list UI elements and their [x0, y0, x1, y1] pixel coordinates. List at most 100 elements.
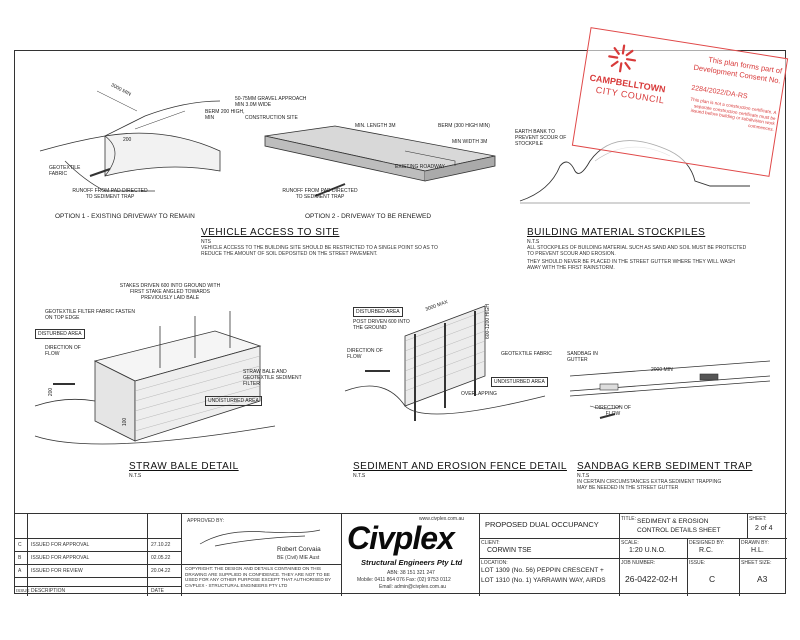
company-phone: Mobile: 0411 864 076 Fax: (02) 9753 0112 [357, 577, 451, 583]
fence-direction-label: DIRECTION OF FLOW [347, 348, 383, 360]
rev-b-issue: B [18, 555, 22, 561]
straw-bale-drawing [34, 311, 276, 445]
sheet-size-label: SHEET SIZE: [741, 560, 772, 566]
rev-c-description: ISSUED FOR APPROVAL [31, 542, 90, 548]
council-consent-stamp: This plan forms part of Development Cons… [571, 27, 789, 177]
location-line1: LOT 1309 (No. 56) PEPPIN CRESCENT + [481, 567, 604, 574]
designed-value: R.C. [699, 547, 713, 554]
bale-filter-label: STRAW BALE AND GEOTEXTILE SEDIMENT FILTE… [243, 369, 302, 387]
rev-b-description: ISSUED FOR APPROVAL [31, 555, 90, 561]
drawing-title-line1: SEDIMENT & EROSION [637, 518, 709, 525]
opt2-site-label: CONSTRUCTION SITE [245, 115, 298, 121]
company-abn: ABN: 38 151 321 247 [387, 570, 435, 576]
option1-drawing [39, 90, 221, 192]
drawn-value: H.L. [751, 547, 764, 554]
opt2-berm-label: BERM (300 HIGH MIN) [438, 123, 490, 129]
sandbag-body: IN CERTAIN CIRCUMSTANCES EXTRA SEDIMENT … [577, 479, 722, 491]
stockpile-title: BUILDING MATERIAL STOCKPILES [527, 227, 706, 238]
issue-header: ISSUE [16, 588, 30, 593]
title-block: C ISSUED FOR APPROVAL 27.10.22 B ISSUED … [15, 513, 787, 596]
issue-label: ISSUE: [689, 560, 706, 566]
opt2-roadway-label: EXISTING ROADWAY [395, 164, 446, 170]
straw-undisturbed-label: UNDISTURBED AREA [205, 396, 262, 406]
title-label: TITLE: [621, 516, 637, 522]
fence-post-label: POST DRIVEN 600 INTO THE GROUND [353, 319, 410, 331]
company-logo-tagline: Structural Engineers Pty Ltd [361, 558, 463, 567]
opt2-gravel-label: 50-75MM GRAVEL APPROACH MIN 3.0M WIDE [235, 96, 307, 108]
scale-value: 1:20 U.N.O. [629, 547, 666, 554]
sandbag-nts: N.T.S [577, 473, 590, 479]
opt2-width-label: MIN WIDTH 3M [452, 139, 488, 145]
signature [199, 529, 321, 547]
stamp-note: This plan is not a construction certific… [690, 96, 777, 132]
stakes-label: STAKES DRIVEN 600 INTO GROUND WITH FIRST… [119, 283, 221, 301]
client-label: CLIENT: [481, 540, 500, 546]
project-name: PROPOSED DUAL OCCUPANCY [485, 520, 599, 529]
fence-title: SEDIMENT AND EROSION FENCE DETAIL [353, 461, 567, 472]
opt1-geotextile-label: GEOTEXTILE FABRIC [49, 165, 81, 177]
drawn-label: DRAWN BY: [741, 540, 769, 546]
sandbag-drawing [569, 360, 771, 419]
description-header: DESCRIPTION [31, 588, 66, 594]
fence-nts: N.T.S [353, 473, 366, 479]
fence-geotextile-label: GEOTEXTILE FABRIC [501, 351, 552, 357]
opt1-runoff-label: RUNOFF FROM PAD DIRECTED TO SEDIMENT TRA… [72, 188, 148, 200]
stockpile-body2: THEY SHOULD NEVER BE PLACED IN THE STREE… [527, 259, 735, 271]
rev-a-issue: A [18, 568, 22, 574]
earth-bank-label: EARTH BANK TO PREVENT SCOUR OF STOCKPILE [515, 129, 567, 147]
signatory-name: Robert Corvaia [277, 546, 321, 553]
straw-bale-title: STRAW BALE DETAIL [129, 461, 239, 472]
client-value: CORWIN TSE [487, 547, 532, 554]
rev-a-description: ISSUED FOR REVIEW [31, 568, 83, 574]
sheet-value: 2 of 4 [755, 525, 773, 532]
approved-by-label: APPROVED BY: [187, 518, 224, 524]
rev-c-date: 27.10.22 [151, 542, 171, 548]
opt2-length-label: MIN. LENGTH 3M [355, 123, 396, 129]
website: www.civplex.com.au [419, 516, 465, 522]
vehicle-access-title: VEHICLE ACCESS TO SITE [201, 227, 340, 238]
company-logo-word: Civplex [347, 520, 455, 556]
rev-c-issue: C [18, 542, 22, 548]
location-label: LOCATION: [481, 560, 508, 566]
revision-table: C ISSUED FOR APPROVAL 27.10.22 B ISSUED … [15, 514, 181, 596]
option2-drawing [264, 125, 496, 197]
location-line2: LOT 1310 (No. 1) YARRAWIN WAY, AIRDS [481, 577, 606, 584]
job-label: JOB NUMBER: [621, 560, 656, 566]
sheet-size-value: A3 [757, 574, 768, 584]
opt1-200-label: 200 [123, 137, 132, 143]
sandbag-title: SANDBAG KERB SEDIMENT TRAP [577, 461, 753, 472]
vehicle-access-nts: NTS [201, 239, 211, 245]
date-header: DATE [151, 588, 164, 594]
opt1-caption: OPTION 1 - EXISTING DRIVEWAY TO REMAIN [55, 213, 195, 220]
straw-dim100: 100 [122, 417, 129, 427]
rev-b-date: 02.05.22 [151, 555, 171, 561]
sandbag-min-label: 2000 MIN [651, 367, 673, 373]
fence-undisturbed-label: UNDISTURBED AREA [491, 377, 548, 387]
straw-dim200: 200 [48, 387, 55, 397]
fence-drawing [344, 305, 546, 421]
straw-bale-nts: N.T.S [129, 473, 142, 479]
job-value: 26-0422-02-H [625, 574, 678, 584]
stockpile-nts: N.T.S [527, 239, 540, 245]
fence-overlapping-label: OVERLAPPING [461, 391, 497, 397]
company-email: Email: admin@civplex.com.au [379, 584, 447, 590]
rev-a-date: 20.04.22 [151, 568, 171, 574]
opt2-caption: OPTION 2 - DRIVEWAY TO BE RENEWED [305, 213, 432, 220]
fence-height-label: 600-1200 HIGH [485, 303, 491, 339]
issue-value: C [709, 574, 716, 584]
council-emblem-icon [608, 44, 637, 73]
stockpile-body1: ALL STOCKPILES OF BUILDING MATERIAL SUCH… [527, 245, 747, 257]
straw-disturbed-label: DISTURBED AREA [35, 329, 85, 339]
opt1-berm-label: BERM 200 HIGH, MIN [205, 109, 245, 121]
scale-label: SCALE: [621, 540, 639, 546]
copyright-notice: COPYRIGHT: THE DESIGN AND DETAILS CONTAI… [185, 566, 332, 588]
designed-label: DESIGNED BY: [689, 540, 725, 546]
sandbag-direction-label: DIRECTION OF FLOW [595, 405, 631, 417]
signatory-quals: BE (Civil) MIE Aust [277, 555, 320, 561]
sandbag-label: SANDBAG IN GUTTER [567, 351, 598, 363]
straw-direction-label: DIRECTION OF FLOW [45, 345, 81, 357]
opt2-runoff-label: RUNOFF FROM PAD DIRECTED TO SEDIMENT TRA… [282, 188, 358, 200]
vehicle-access-body: VEHICLE ACCESS TO THE BUILDING SITE SHOU… [201, 245, 438, 257]
straw-geotextile-label: GEOTEXTILE FILTER FABRIC FASTEN ON TOP E… [45, 309, 135, 321]
fence-disturbed-label: DISTURBED AREA [353, 307, 403, 317]
